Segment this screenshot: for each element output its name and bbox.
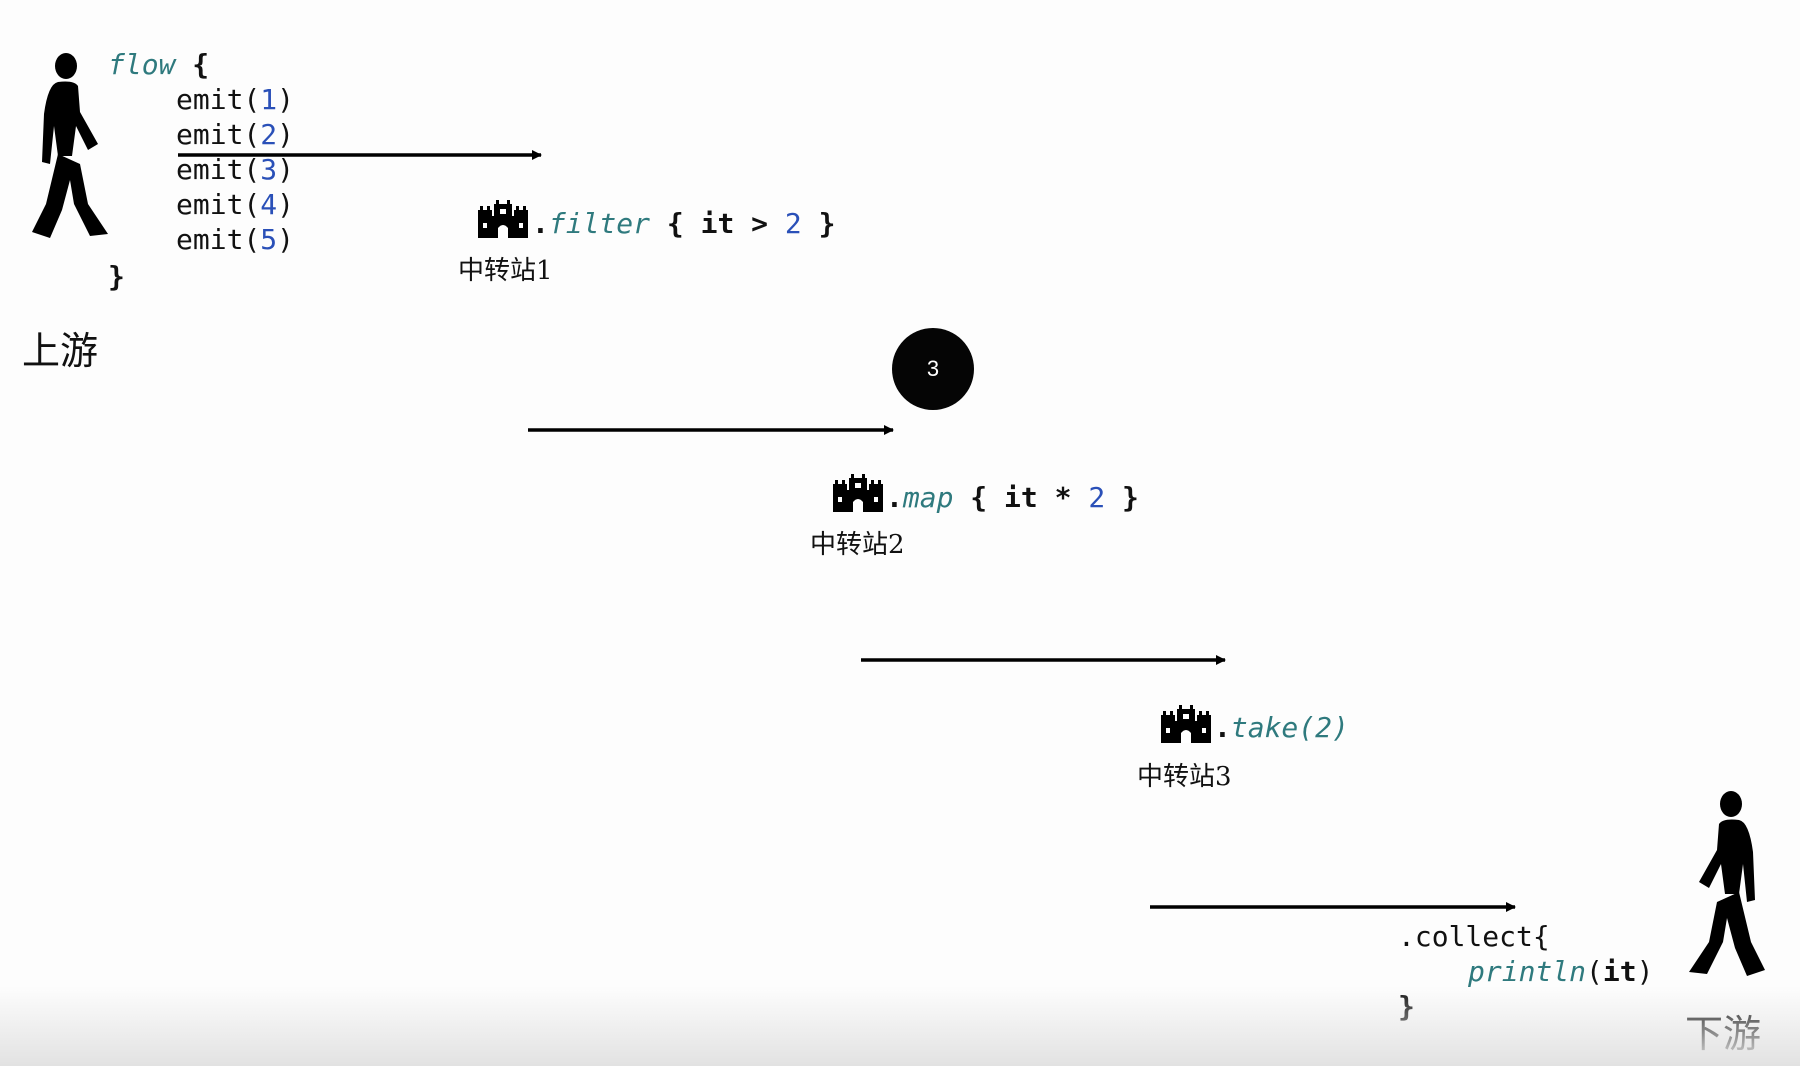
emit-list: emit(1) emit(2) emit(3) emit(4) emit(5) (176, 82, 294, 257)
station3-code: .take(2) (1214, 711, 1349, 744)
station1-code: .filter { it > 2 } (532, 207, 836, 240)
upstream-label: 上游 (22, 329, 99, 373)
station3-label: 中转站3 (1137, 762, 1232, 792)
flow-open-line: flow { (108, 48, 210, 81)
station1-label: 中转站1 (458, 256, 553, 286)
flow-keyword: flow (108, 48, 176, 81)
downstream-code: .collect{ (1398, 919, 1550, 954)
station2-label: 中转站2 (810, 530, 905, 560)
println-fn: println (1468, 955, 1587, 988)
person-walking-icon (1689, 791, 1765, 976)
collect-line: .collect{ (1398, 920, 1550, 953)
castle-icon (1161, 705, 1211, 743)
person-walking-icon (32, 53, 108, 238)
upstream-code: flow { (108, 47, 209, 82)
map-operator: map (902, 481, 954, 514)
println-line: println(it) (1468, 955, 1654, 988)
flow-close-brace: } (108, 260, 125, 293)
emit-line: emit(3) (176, 153, 295, 186)
castle-icon (478, 200, 528, 238)
bottom-fade (0, 986, 1800, 1066)
castle-icon (833, 474, 883, 512)
take-operator: take(2) (1230, 711, 1349, 744)
station2-code: .map { it * 2 } (886, 481, 1139, 514)
emit-line: emit(2) (176, 118, 295, 151)
emit-line: emit(5) (176, 223, 295, 256)
emit-line: emit(4) (176, 188, 295, 221)
filter-operator: filter (548, 207, 651, 240)
data-token: 3 (892, 328, 974, 410)
emit-line: emit(1) (176, 83, 295, 116)
